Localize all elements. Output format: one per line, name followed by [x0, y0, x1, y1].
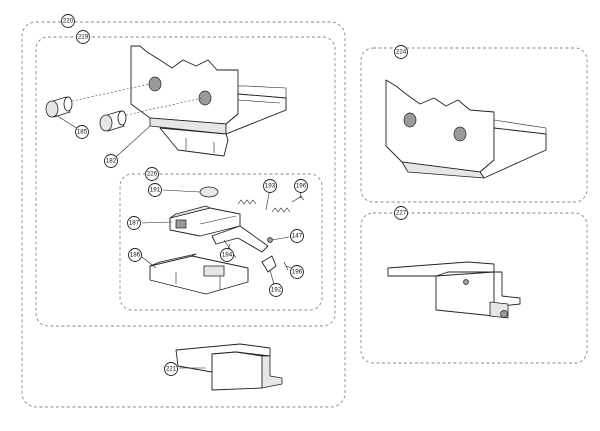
label-192: 192: [271, 287, 282, 294]
callout-220: 220: [61, 14, 75, 28]
callout-226: 226: [145, 167, 159, 181]
label-196-top: 196: [296, 183, 307, 190]
label-191: 191: [150, 187, 161, 194]
callout-192: 192: [269, 283, 283, 297]
label-187: 187: [129, 220, 140, 227]
label-185: 185: [77, 129, 88, 136]
label-220: 220: [63, 18, 74, 25]
label-193: 193: [265, 183, 276, 190]
callout-194: 194: [220, 248, 234, 262]
callout-186: 186: [128, 248, 142, 262]
callout-193: 193: [263, 179, 277, 193]
group-box-224: [360, 47, 588, 203]
label-196-bottom: 196: [292, 269, 303, 276]
knob-185-a: [45, 96, 73, 118]
label-186: 186: [130, 252, 141, 259]
bracket-221: [175, 343, 283, 391]
label-194: 194: [222, 252, 233, 259]
callout-147: 147: [290, 229, 304, 243]
group-box-227: [360, 212, 588, 364]
label-182: 182: [106, 158, 117, 165]
housing-assembly: [67, 45, 287, 157]
callout-182: 182: [104, 154, 118, 168]
callout-221: 221: [164, 362, 178, 376]
label-226: 226: [147, 171, 158, 178]
group-box-220: [21, 21, 346, 408]
bracket-assembly-227: [387, 261, 521, 319]
callout-219: 219: [76, 30, 90, 44]
callout-227: 227: [394, 206, 408, 220]
label-221: 221: [166, 366, 177, 373]
group-box-219: [35, 36, 336, 327]
cam-mechanism: [149, 186, 305, 295]
callout-187: 187: [127, 216, 141, 230]
callout-196-bottom: 196: [290, 265, 304, 279]
label-219: 219: [78, 34, 89, 41]
label-227: 227: [396, 210, 407, 217]
callout-196-top: 196: [294, 179, 308, 193]
label-224: 224: [396, 49, 407, 56]
callout-185: 185: [75, 125, 89, 139]
housing-224: [385, 79, 547, 179]
callout-191: 191: [148, 183, 162, 197]
callout-224: 224: [394, 45, 408, 59]
label-147: 147: [292, 233, 303, 240]
group-box-226: [119, 173, 323, 311]
knob-185-b: [99, 110, 127, 132]
